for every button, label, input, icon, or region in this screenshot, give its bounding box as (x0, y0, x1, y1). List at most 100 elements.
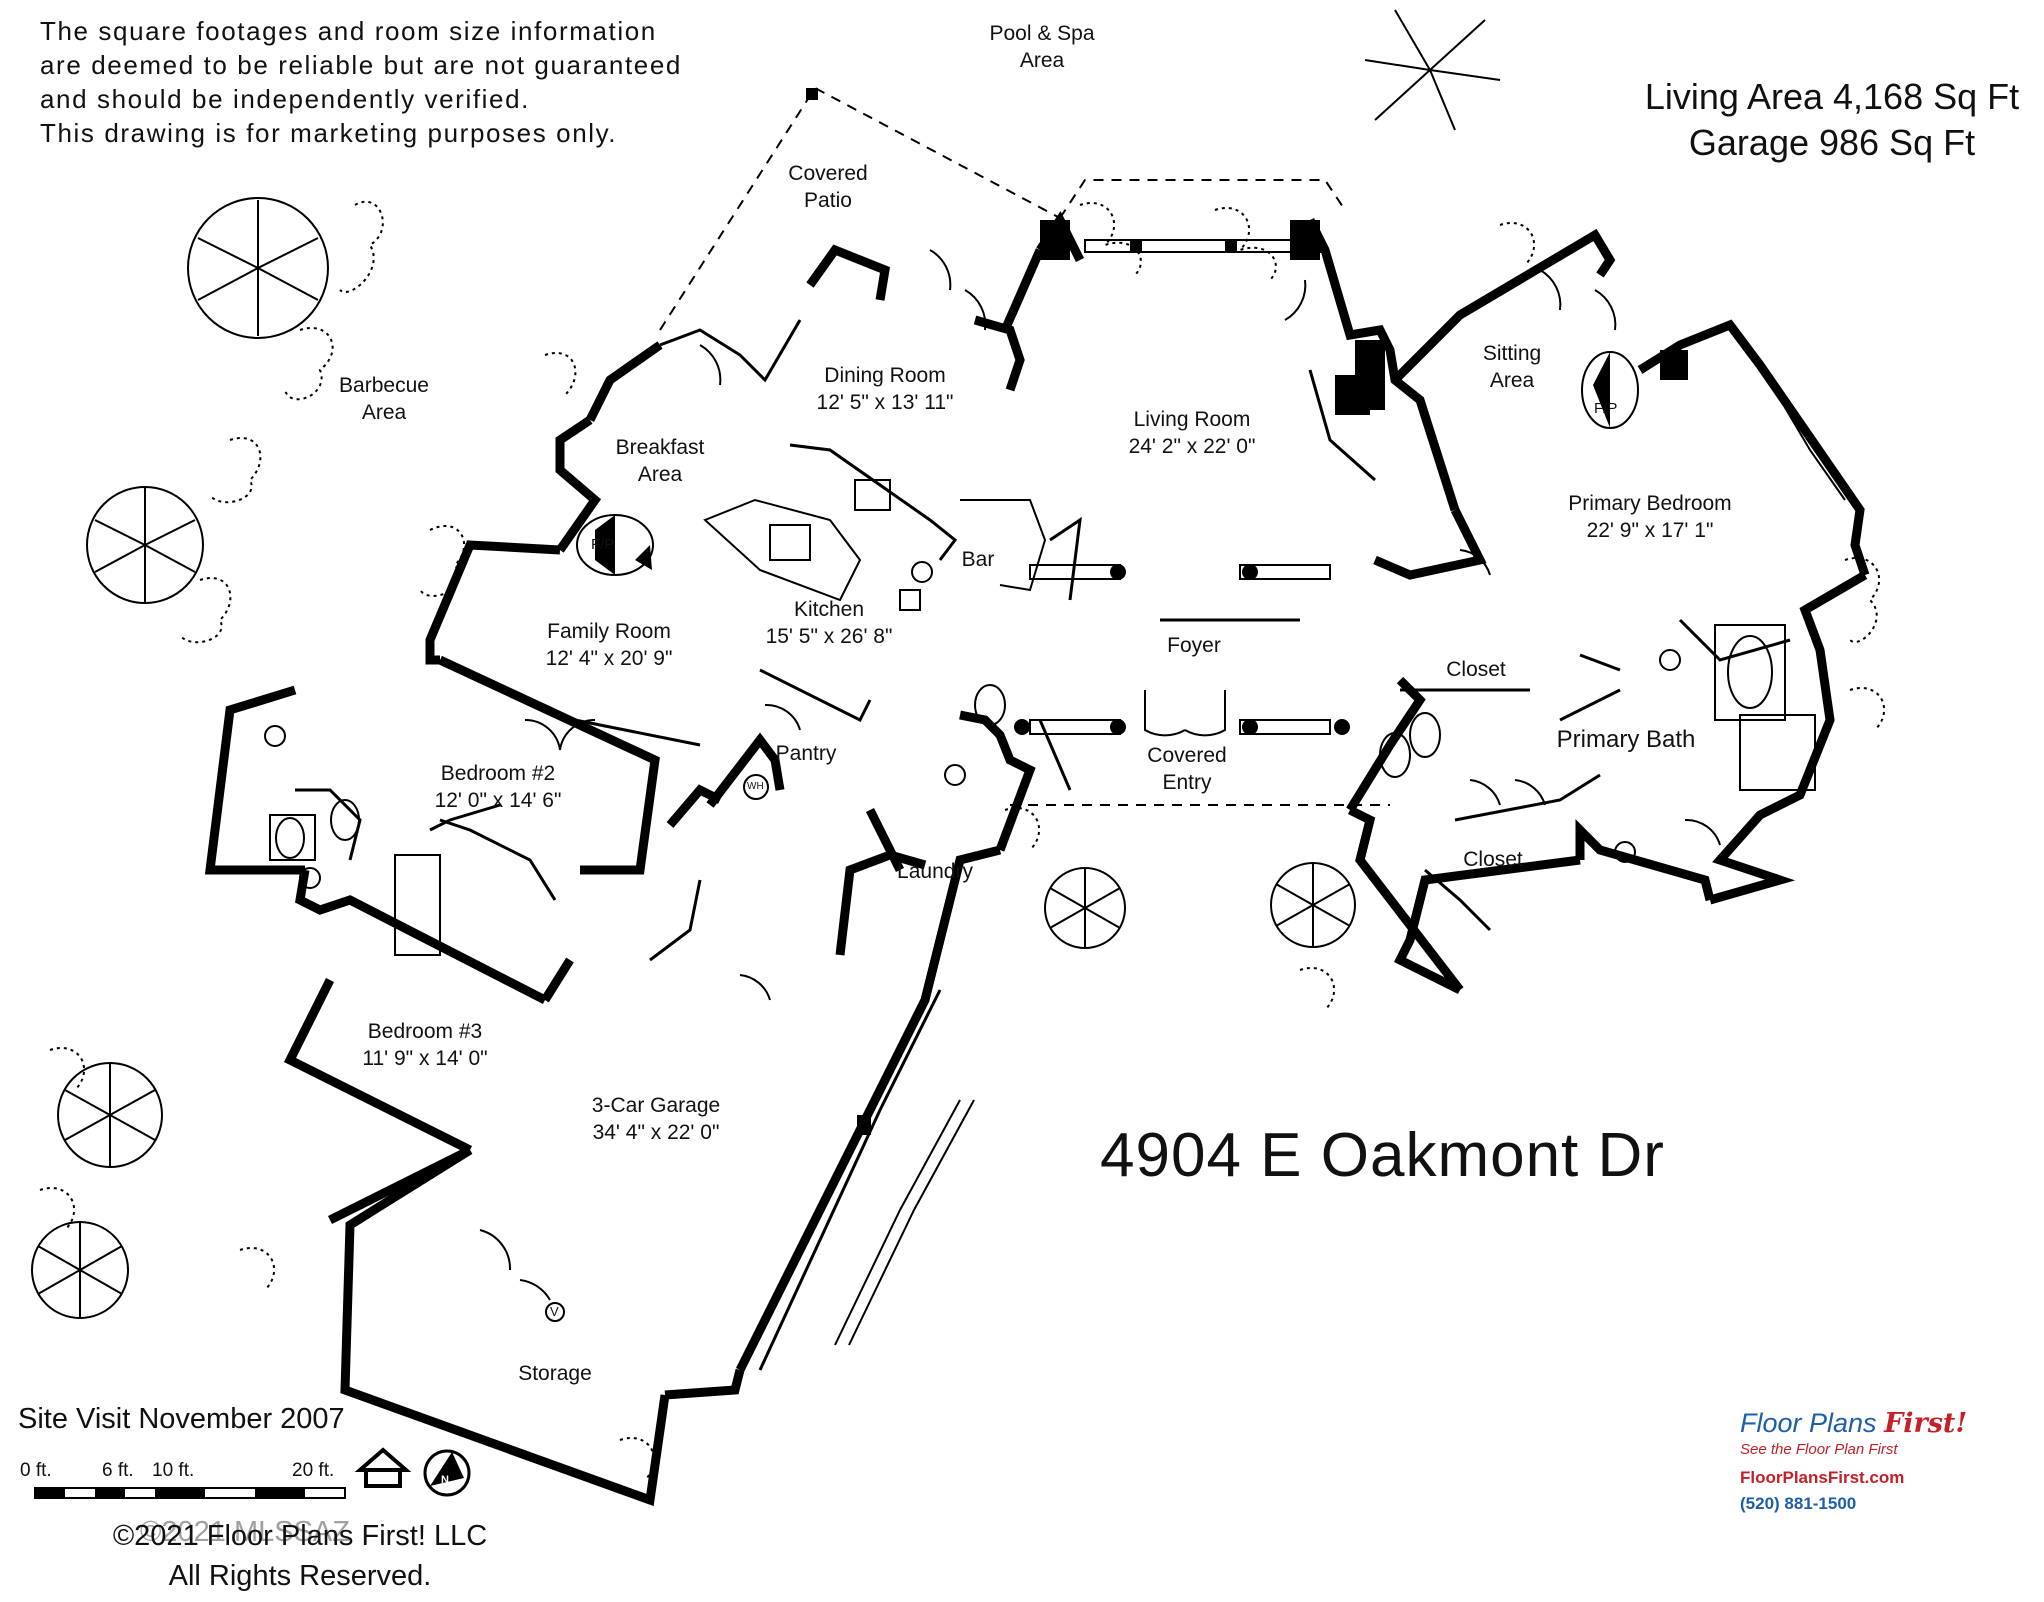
room-primary-bath: Primary Bath (1557, 726, 1696, 753)
scale-bar (34, 1487, 346, 1499)
room-size: 11' 9" x 14' 0" (362, 1047, 488, 1070)
room-laundry: Laundry (897, 858, 973, 885)
room-label: Closet (1463, 848, 1523, 871)
room-closet-lower: Closet (1463, 846, 1523, 873)
disclaimer-line: This drawing is for marketing purposes o… (40, 118, 618, 148)
room-label: Breakfast (615, 436, 705, 459)
room-label: Covered (1147, 744, 1227, 767)
copyright: ©2021 Floor Plans First! LLC All Rights … (0, 1516, 600, 1596)
scale-tick-label: 6 ft. (102, 1460, 134, 1481)
brand-logo: Floor Plans First! See the Floor Plan Fi… (1740, 1408, 2000, 1514)
scale-tick-label: 10 ft. (152, 1460, 195, 1481)
disclaimer-line: are deemed to be reliable but are not gu… (40, 50, 682, 80)
north-arrow (423, 1449, 471, 1497)
room-label: Covered (788, 162, 868, 185)
property-address: 4904 E Oakmont Dr (1100, 1121, 1665, 1190)
room-pantry: Pantry (776, 740, 837, 767)
room-dining: Dining Room 12' 5" x 13' 11" (817, 362, 954, 416)
room-size: 34' 4" x 22' 0" (592, 1121, 720, 1144)
bath-fixtures (264, 561, 1816, 956)
room-label: Living Room (1133, 408, 1251, 431)
garage-area: Garage 986 Sq Ft (1688, 122, 1976, 163)
room-label: Kitchen (793, 598, 865, 621)
copyright-line: All Rights Reserved. (168, 1560, 432, 1592)
doors (479, 249, 1721, 1301)
shrubs (39, 200, 1886, 1481)
room-label: Primary Bedroom (1568, 492, 1732, 515)
room-label: Primary Bath (1556, 726, 1696, 753)
valve-icon (545, 1302, 565, 1322)
room-primary-bedroom: Primary Bedroom 22' 9" x 17' 1" (1568, 490, 1731, 544)
logo-url: FloorPlansFirst.com (1740, 1468, 1905, 1487)
equal-housing-icon (354, 1447, 412, 1488)
room-label: Pantry (775, 742, 837, 765)
room-closet-upper: Closet (1446, 656, 1506, 683)
room-living: Living Room 24' 2" x 22' 0" (1129, 406, 1256, 460)
room-size: 22' 9" x 17' 1" (1586, 519, 1714, 542)
room-label: Dining Room (824, 364, 946, 387)
room-label: Family Room (547, 620, 671, 643)
fireplace-label: F/P (1594, 400, 1618, 417)
room-label: Patio (804, 189, 852, 212)
room-label: Sitting (1482, 342, 1542, 365)
logo-title-text: Floor Plans (1740, 1408, 1877, 1438)
kitchen-island (703, 479, 1047, 611)
room-label: Foyer (1167, 634, 1221, 657)
room-label: Bar (961, 548, 995, 571)
room-label: 3-Car Garage (591, 1094, 721, 1117)
room-family: Family Room 12' 4" x 20' 9" (546, 618, 673, 672)
wall-blocks (595, 88, 1688, 1135)
logo-title-accent: First! (1884, 1408, 1968, 1439)
logo-phone: (520) 881-1500 (1740, 1494, 1857, 1513)
room-label: Area (1019, 49, 1065, 72)
room-label: Area (637, 463, 683, 486)
room-label: Closet (1446, 658, 1506, 681)
water-heater-label: WH (747, 781, 764, 792)
trees (31, 197, 1356, 1319)
living-area: Living Area 4,168 Sq Ft (1644, 76, 2020, 117)
room-bedroom-3: Bedroom #3 11' 9" x 14' 0" (362, 1018, 487, 1072)
area-summary: Living Area 4,168 Sq Ft Garage 986 Sq Ft (1622, 74, 2042, 166)
room-label: Area (1489, 369, 1535, 392)
room-size: 12' 5" x 13' 11" (816, 391, 954, 414)
room-label: Storage (518, 1362, 592, 1385)
room-storage: Storage (518, 1360, 592, 1387)
room-label: Area (361, 401, 407, 424)
water-heater-icon (743, 774, 769, 800)
room-size: 12' 4" x 20' 9" (545, 647, 673, 670)
valve-label: V (550, 1304, 559, 1319)
room-label: Bedroom #3 (367, 1020, 483, 1043)
north-label: N (441, 1474, 449, 1486)
logo-tagline: See the Floor Plan First (1740, 1441, 1898, 1458)
site-visit-date: Site Visit November 2007 (18, 1403, 345, 1435)
fireplace-label: F/P (591, 536, 615, 553)
room-label: Barbecue (339, 374, 429, 397)
scale-tick-label: 0 ft. (20, 1460, 52, 1481)
interior-walls (295, 319, 1791, 1371)
room-size: 24' 2" x 22' 0" (1128, 435, 1256, 458)
room-size: 12' 0" x 14' 6" (434, 789, 562, 812)
disclaimer: The square footages and room size inform… (40, 14, 682, 150)
room-label: Pool & Spa (989, 22, 1095, 45)
fireplaces (576, 351, 1639, 576)
room-kitchen: Kitchen 15' 5" x 26' 8" (766, 596, 893, 650)
room-size: 15' 5" x 26' 8" (765, 625, 893, 648)
room-label: Entry (1162, 771, 1212, 794)
room-label: Laundry (897, 860, 973, 883)
disclaimer-line: and should be independently verified. (40, 84, 530, 114)
room-garage: 3-Car Garage 34' 4" x 22' 0" (592, 1092, 720, 1146)
room-foyer: Foyer (1167, 632, 1221, 659)
palm-tree (1364, 9, 1501, 131)
copyright-line: ©2021 Floor Plans First! LLC (112, 1520, 488, 1552)
logo-title: Floor Plans First! (1740, 1408, 2000, 1439)
copyright-watermark: ©2021 MLSSAZ (140, 1516, 350, 1548)
patio-outline (659, 86, 1390, 806)
